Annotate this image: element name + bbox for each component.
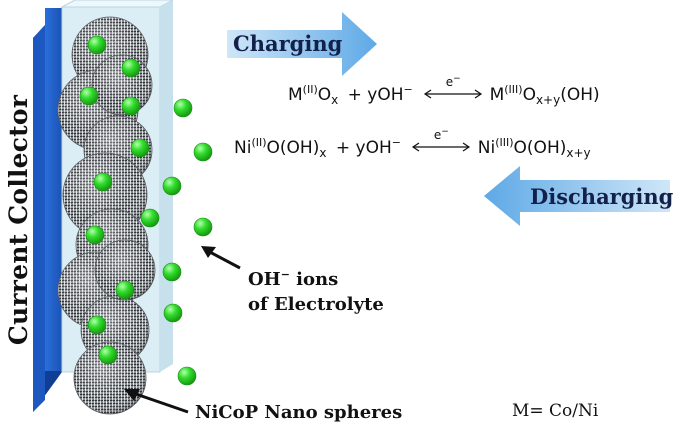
hydroxide-ion [121, 58, 141, 78]
spheres-pointer-head [124, 389, 140, 401]
hydroxide-ion [85, 225, 105, 245]
hydroxide-ion [115, 280, 135, 300]
spheres-pointer-line [129, 390, 189, 414]
ions-label-line1: OH− ions [248, 268, 339, 290]
ions-pointer-line [205, 248, 241, 270]
reaction-2-hydroxide: + yOH− [335, 136, 401, 158]
hydroxide-ion [140, 208, 160, 228]
hydroxide-ion [121, 96, 141, 116]
ions-label: OH− ions of Electrolyte [248, 262, 384, 317]
ions-label-line2: of Electrolyte [248, 294, 384, 315]
hydroxide-ion [162, 262, 182, 282]
reaction-1-product: M(III)Ox+y(OH) [489, 83, 600, 107]
reaction-2-product: Ni(III)O(OH)x+y [477, 136, 591, 160]
nanosphere [94, 239, 156, 301]
hydroxide-ion [87, 315, 107, 335]
hydroxide-ion [193, 142, 213, 162]
discharging-label: Discharging [530, 184, 674, 209]
nanosphere [73, 341, 147, 415]
current-collector-label: Current Collector [4, 94, 33, 346]
hydroxide-ion [162, 176, 182, 196]
reaction-1-equilibrium-arrow: e− [422, 74, 484, 99]
hydroxide-ion [130, 138, 150, 158]
discharging-arrow [484, 166, 670, 226]
hydroxide-ion [87, 35, 107, 55]
nanospheres-label: NiCoP Nano spheres [195, 402, 403, 423]
charging-label: Charging [233, 31, 343, 56]
metal-definition: M= Co/Ni [512, 401, 599, 421]
collector-face [33, 25, 45, 412]
hydroxide-ion [177, 366, 197, 386]
hydroxide-ion [163, 303, 183, 323]
reaction-2-equilibrium-arrow: e− [410, 127, 472, 152]
hydroxide-ion [93, 172, 113, 192]
collector-slab [45, 8, 64, 371]
reaction-1-electron: e− [445, 74, 461, 89]
electrode-top [61, 0, 174, 8]
reaction-2-electron: e− [433, 127, 449, 142]
nanosphere-group [57, 16, 156, 415]
hydroxide-ion [98, 345, 118, 365]
reaction-nickel-hydroxide: Ni(II)O(OH)x + yOH− e− Ni(III)O(OH)x+y [234, 127, 591, 160]
reaction-1-hydroxide: + yOH− [347, 83, 413, 105]
charging-arrow [227, 12, 377, 76]
hydroxide-ion [173, 98, 193, 118]
reaction-1-reactant: M(II)Ox [288, 83, 339, 107]
hydroxide-ion [79, 86, 99, 106]
hydroxide-ion [193, 217, 213, 237]
ion-group [79, 35, 213, 386]
reaction-metal-oxide: M(II)Ox + yOH− e− M(III)Ox+y(OH) [288, 74, 600, 107]
reaction-2-reactant: Ni(II)O(OH)x [234, 136, 327, 160]
ions-pointer-head [201, 246, 216, 258]
